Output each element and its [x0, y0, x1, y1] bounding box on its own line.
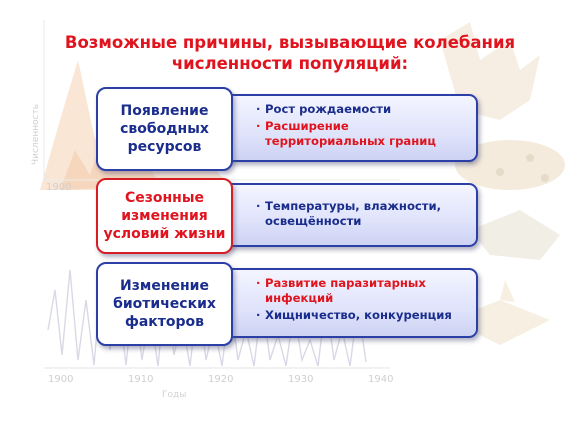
bg-x-axis-label: Годы	[162, 390, 186, 400]
cause-label-resources: Появление свободных ресурсов	[96, 87, 233, 171]
bg-x-tick: 1940	[368, 374, 393, 385]
bg-x-tick: 1930	[288, 374, 313, 385]
page-title: Возможные причины, вызывающие колебания …	[64, 33, 516, 73]
effects-box-resources: ·Рост рождаемости ·Расширение территориа…	[214, 94, 478, 162]
effect-item: ·Температуры, влажности, освещённости	[256, 199, 442, 228]
effect-item: ·Рост рождаемости	[256, 102, 392, 116]
bg-top-tick-left: 1900	[46, 182, 71, 193]
effects-box-biotic: ·Развитие паразитарных инфекций ·Хищниче…	[214, 268, 478, 338]
cause-label-seasonal: Сезонные изменения условий жизни	[96, 178, 233, 254]
bg-y-axis-label: Численность	[31, 104, 41, 165]
bg-x-tick: 1920	[208, 374, 233, 385]
effect-item: ·Расширение территориальных границ	[256, 119, 436, 148]
effect-item: ·Развитие паразитарных инфекций	[256, 276, 426, 305]
effect-item: ·Хищничество, конкуренция	[256, 308, 452, 322]
bg-x-tick: 1910	[128, 374, 153, 385]
bg-x-ticks: 1900 1910 1920 1930 1940	[48, 374, 393, 385]
effects-box-seasonal: ·Температуры, влажности, освещённости	[214, 183, 478, 247]
cause-label-biotic: Изменение биотических факторов	[96, 262, 233, 346]
bg-x-tick: 1900	[48, 374, 73, 385]
